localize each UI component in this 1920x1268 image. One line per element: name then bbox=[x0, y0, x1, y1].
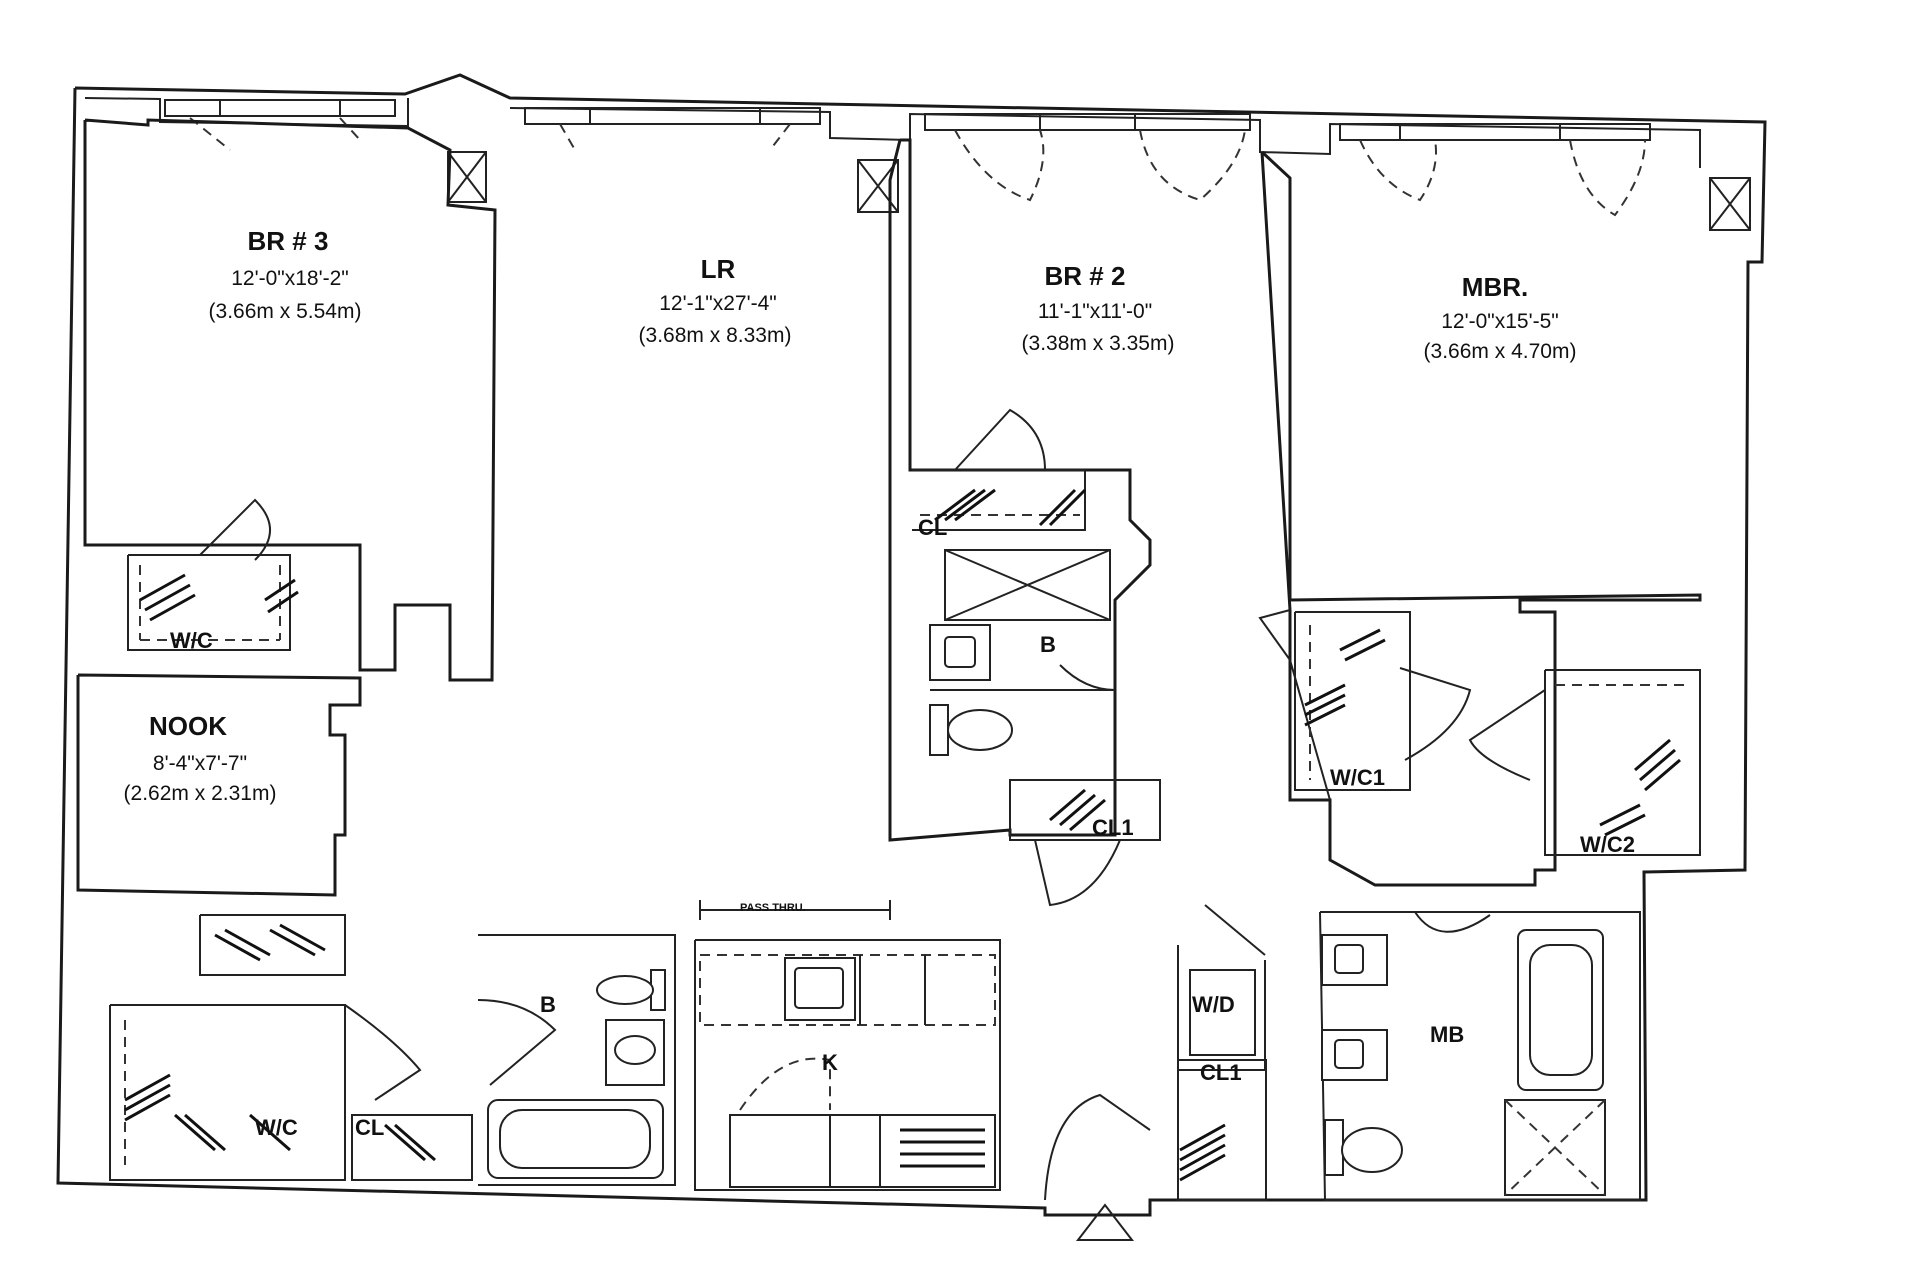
entry-marker bbox=[1075, 1203, 1135, 1241]
cl1-entry-label: CL1 bbox=[1200, 1060, 1242, 1085]
room-br2: BR # 2 11'-1"x11'-0" (3.38m x 3.35m) bbox=[1022, 261, 1175, 355]
cl1-hall-label: CL1 bbox=[1092, 815, 1134, 840]
cl-br2-label: CL bbox=[918, 515, 947, 540]
mbr-dim-metric: (3.66m x 4.70m) bbox=[1424, 340, 1577, 363]
mb-label: MB bbox=[1430, 1022, 1464, 1047]
nook-dim-imperial: 8'-4"x7'-7" bbox=[153, 752, 247, 775]
lr-dim-imperial: 12'-1"x27'-4" bbox=[659, 292, 777, 315]
wic-bl-label: W/C bbox=[255, 1115, 298, 1140]
room-lr: LR 12'-1"x27'-4" (3.68m x 8.33m) bbox=[639, 254, 792, 347]
room-nook: NOOK 8'-4"x7'-7" (2.62m x 2.31m) bbox=[124, 711, 277, 805]
wic2-mbr: W/C2 bbox=[1468, 669, 1701, 857]
br2-dim-imperial: 11'-1"x11'-0" bbox=[1038, 300, 1152, 323]
wic-br3-label: W/C bbox=[170, 628, 213, 653]
cl-bl-label: CL bbox=[355, 1115, 384, 1140]
wic1-label: W/C1 bbox=[1330, 765, 1385, 790]
entry-door bbox=[1044, 1093, 1151, 1201]
br3-dim-imperial: 12'-0"x18'-2" bbox=[231, 267, 349, 290]
br2-name: BR # 2 bbox=[1045, 261, 1126, 291]
br3-dim-metric: (3.66m x 5.54m) bbox=[209, 300, 362, 323]
br3-name: BR # 3 bbox=[248, 226, 329, 256]
cl1-entry: CL1 bbox=[1177, 1059, 1267, 1201]
wic-bottom-left: W/C CL bbox=[109, 914, 473, 1181]
room-mbr: MBR. 12'-0"x15'-5" (3.66m x 4.70m) bbox=[1424, 272, 1577, 363]
hvac-units bbox=[447, 151, 1751, 231]
wic-br3: W/C bbox=[127, 498, 299, 653]
hall-bath: B bbox=[477, 934, 676, 1186]
lr-dim-metric: (3.68m x 8.33m) bbox=[639, 324, 792, 347]
wic2-label: W/C2 bbox=[1580, 832, 1635, 857]
mbr-name: MBR. bbox=[1462, 272, 1528, 302]
bath-br2: B bbox=[929, 549, 1116, 756]
wic1-mbr: W/C1 bbox=[1294, 611, 1472, 791]
exterior-wall bbox=[56, 73, 1767, 1217]
bath-hall-label: B bbox=[540, 992, 556, 1017]
wd-label: W/D bbox=[1192, 992, 1235, 1017]
mbr-dim-imperial: 12'-0"x15'-5" bbox=[1441, 310, 1559, 333]
bath-br2-label: B bbox=[1040, 632, 1056, 657]
cl1-hall: CL1 bbox=[1009, 779, 1161, 907]
lr-name: LR bbox=[701, 254, 736, 284]
nook-dim-metric: (2.62m x 2.31m) bbox=[124, 782, 277, 805]
master-bath: MB bbox=[1319, 911, 1641, 1201]
pass-thru-label: PASS THRU. bbox=[740, 902, 806, 914]
br2-dim-metric: (3.38m x 3.35m) bbox=[1022, 332, 1175, 355]
kitchen-label: K bbox=[822, 1050, 838, 1075]
kitchen: PASS THRU. K bbox=[694, 900, 1001, 1191]
window-swings bbox=[189, 117, 1646, 217]
cl-br2: CL bbox=[912, 408, 1087, 540]
wd-closet: W/D bbox=[1177, 904, 1266, 1071]
windows bbox=[164, 99, 1651, 141]
room-br3: BR # 3 12'-0"x18'-2" (3.66m x 5.54m) bbox=[209, 226, 362, 323]
nook-name: NOOK bbox=[149, 711, 227, 741]
